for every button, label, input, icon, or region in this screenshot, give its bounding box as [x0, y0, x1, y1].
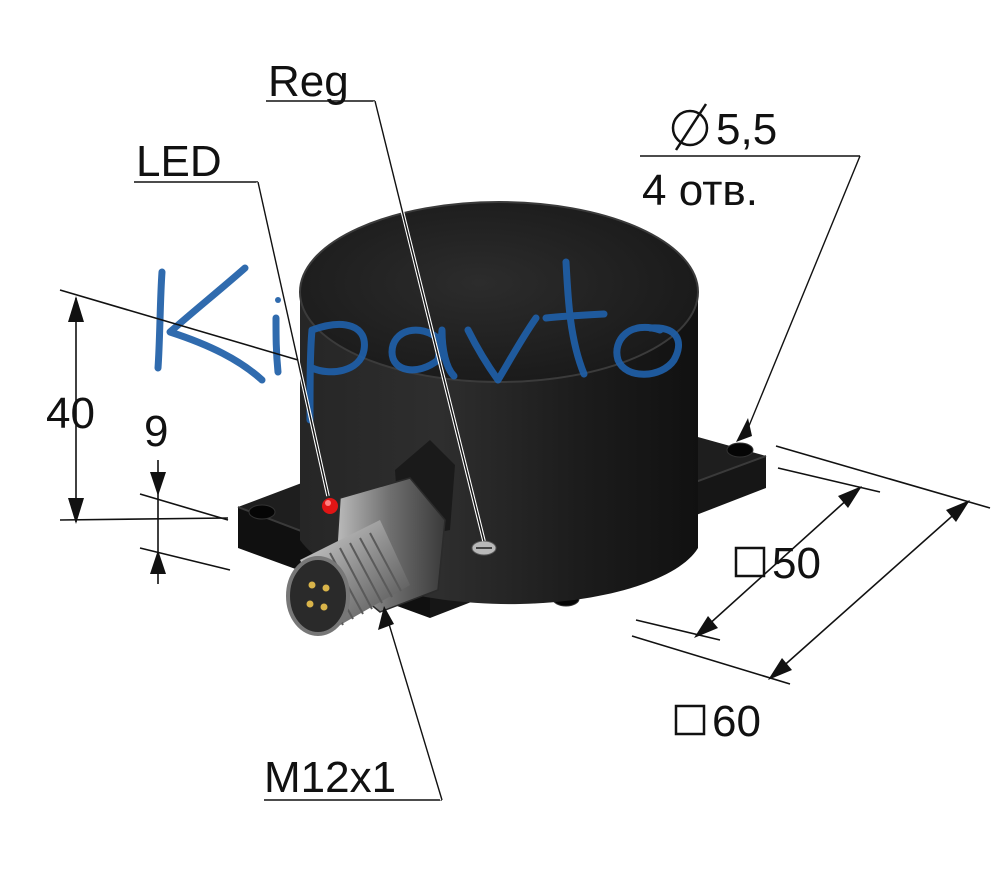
led-indicator: [322, 498, 338, 514]
connector-face: [286, 556, 350, 636]
connector-label: M12x1: [264, 753, 396, 802]
hole-count-label: 4 отв.: [642, 166, 758, 215]
diameter-icon: [671, 103, 709, 151]
inner-square-label: 50: [772, 539, 821, 588]
square-icon: [674, 704, 706, 736]
connector-pin: [306, 600, 314, 608]
outer-square-label: 60: [712, 697, 761, 746]
mount-hole-back-right: [726, 442, 754, 458]
flange-height-label: 9: [144, 407, 168, 456]
reg-label: Reg: [268, 57, 349, 106]
connector-pin: [322, 584, 330, 592]
led-label: LED: [136, 137, 222, 186]
sensor-body: [237, 201, 767, 636]
square-icon: [734, 546, 766, 578]
mount-hole-front-left: [248, 504, 276, 520]
connector-pin: [320, 603, 328, 611]
hole-diameter-label: 5,5: [716, 105, 777, 154]
dimension-lines: [59, 100, 991, 801]
connector-pin: [308, 581, 316, 589]
height-label: 40: [46, 389, 95, 438]
